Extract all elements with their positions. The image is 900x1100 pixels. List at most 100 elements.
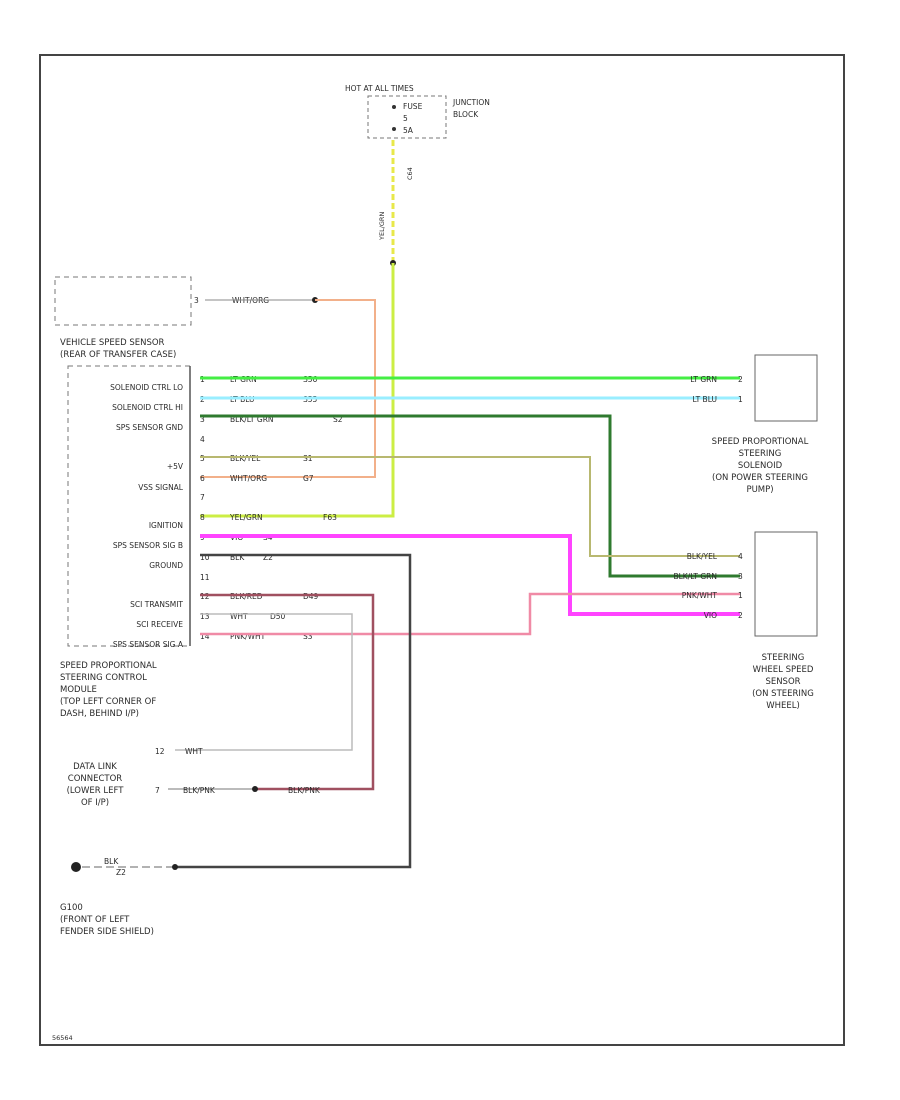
module-wire-code: S3 [303, 632, 313, 641]
module-pin-label: SOLENOID CTRL LO [110, 383, 183, 392]
module-wire-label: BLK/RED [230, 592, 263, 601]
junction-block [367, 95, 447, 139]
sensor-wire-label: VIO [704, 611, 717, 620]
module-pin-number: 8 [200, 513, 205, 522]
sensor-label-3: SENSOR [765, 677, 800, 687]
module-pin-number: 13 [200, 612, 210, 621]
sensor-label-1: STEERING [762, 653, 805, 663]
dlc-pin-bottom: 7 [155, 786, 160, 795]
module-wire-code: S2 [333, 415, 343, 424]
module-label-5: DASH, BEHIND I/P) [60, 709, 139, 719]
blk-lt-grn-wire [200, 414, 740, 578]
solenoid-wire-label: LT GRN [690, 375, 717, 384]
module-pin-label: SPS SENSOR GND [116, 423, 183, 432]
module-wire-label: YEL/GRN [229, 513, 263, 522]
ground-code: Z2 [116, 868, 126, 877]
steering-wheel-speed-sensor [754, 531, 818, 637]
dlc-splice-dot [252, 786, 258, 792]
fuse-wire-label: YEL/GRN [378, 212, 386, 241]
vss-pin: 3 [194, 296, 199, 305]
module-pin-label: VSS SIGNAL [138, 483, 184, 492]
ground-label-3: FENDER SIDE SHIELD) [60, 927, 154, 937]
dlc-wire-bottom-right: BLK/PNK [288, 786, 321, 795]
vss-label-1: VEHICLE SPEED SENSOR [60, 338, 165, 348]
solenoid-pin: 2 [738, 375, 743, 384]
solenoid-wire-label: LT BLU [692, 395, 717, 404]
junction-block-label-2: BLOCK [453, 110, 479, 119]
module-pin-label: SCI TRANSMIT [130, 600, 183, 609]
module-wire-label: PNK/WHT [230, 632, 266, 641]
fuse-number: 5 [403, 114, 408, 123]
fuse-terminal-bottom [392, 127, 396, 131]
module-label-2: STEERING CONTROL [60, 673, 147, 683]
dlc-label-3: (LOWER LEFT [67, 786, 125, 796]
module-pin-number: 3 [200, 415, 205, 424]
blk-ground-wire [175, 553, 412, 869]
ground-label-1: G100 [60, 903, 83, 913]
vss-label-2: (REAR OF TRANSFER CASE) [60, 350, 176, 360]
sensor-label-5: WHEEL) [766, 701, 800, 711]
yel-grn-wire [200, 263, 395, 518]
solenoid-pin: 1 [738, 395, 743, 404]
vehicle-speed-sensor [54, 276, 192, 326]
diagram-frame [39, 54, 845, 1046]
wht-org-wire [200, 299, 376, 478]
solenoid-label-2: STEERING [739, 449, 782, 459]
sensor-label-2: WHEEL SPEED [753, 665, 814, 675]
module-label-4: (TOP LEFT CORNER OF [60, 697, 156, 707]
module-wire-code: G7 [303, 474, 314, 483]
blk-yel-wire [200, 456, 740, 557]
module-wire-code: S1 [303, 454, 313, 463]
fuse-amps: 5A [403, 126, 414, 135]
fuse-label: FUSE [403, 102, 423, 111]
junction-block-label-1: JUNCTION [452, 98, 490, 107]
ground-label-2: (FRONT OF LEFT [60, 915, 130, 925]
ground-terminal [71, 862, 81, 872]
ground-wire: BLK [104, 857, 119, 866]
module-wire-label: BLK [230, 553, 245, 562]
module-pin-number: 5 [200, 454, 205, 463]
sensor-pin: 3 [738, 572, 743, 581]
module-wire-label: BLK/YEL [230, 454, 261, 463]
module-pin-label: IGNITION [149, 521, 183, 530]
module-pin-label: GROUND [149, 561, 183, 570]
sensor-label-4: (ON STEERING [752, 689, 814, 699]
module-pin-number: 6 [200, 474, 205, 483]
module-wire-code: Z2 [263, 553, 273, 562]
dlc-label-1: DATA LINK [73, 762, 117, 772]
module-pin-label: +5V [167, 462, 184, 471]
module-wire-label: BLK/LT GRN [230, 415, 274, 424]
fuse-wire-code: C64 [406, 167, 414, 180]
solenoid-label-5: PUMP) [746, 485, 773, 495]
module-label-1: SPEED PROPORTIONAL [60, 661, 157, 671]
steering-solenoid [754, 354, 818, 422]
module-label-3: MODULE [60, 685, 97, 695]
module-pin-number: 11 [200, 573, 210, 582]
vio-wire [200, 534, 740, 616]
dlc-pin-top: 12 [155, 747, 165, 756]
sensor-wire-label: PNK/WHT [682, 591, 718, 600]
module-wire-code: D49 [303, 592, 319, 601]
ground-splice-dot [172, 864, 178, 870]
module-pin-label: SPS SENSOR SIG A [113, 640, 184, 649]
sensor-pin: 1 [738, 591, 743, 600]
solenoid-label-4: (ON POWER STEERING [712, 473, 808, 483]
module-pin-number: 14 [200, 632, 210, 641]
module-pin-number: 7 [200, 493, 205, 502]
pnk-wht-wire [200, 592, 740, 636]
sensor-wire-label: BLK/LT GRN [673, 572, 717, 581]
blk-red-wire [200, 593, 375, 791]
dlc-label-2: CONNECTOR [68, 774, 123, 784]
sensor-wire-label: BLK/YEL [687, 552, 718, 561]
module-pin-label: SCI RECEIVE [136, 620, 183, 629]
diagram-id: 56564 [52, 1034, 73, 1042]
dlc-wire-top: WHT [185, 747, 203, 756]
module-pin-label: SPS SENSOR SIG B [113, 541, 183, 550]
solenoid-label-1: SPEED PROPORTIONAL [712, 437, 809, 447]
solenoid-label-3: SOLENOID [738, 461, 783, 471]
module-pin-label: SOLENOID CTRL HI [112, 403, 183, 412]
module-pin-number: 10 [200, 553, 210, 562]
module-wire-code: D50 [270, 612, 286, 621]
sensor-pin: 2 [738, 611, 743, 620]
